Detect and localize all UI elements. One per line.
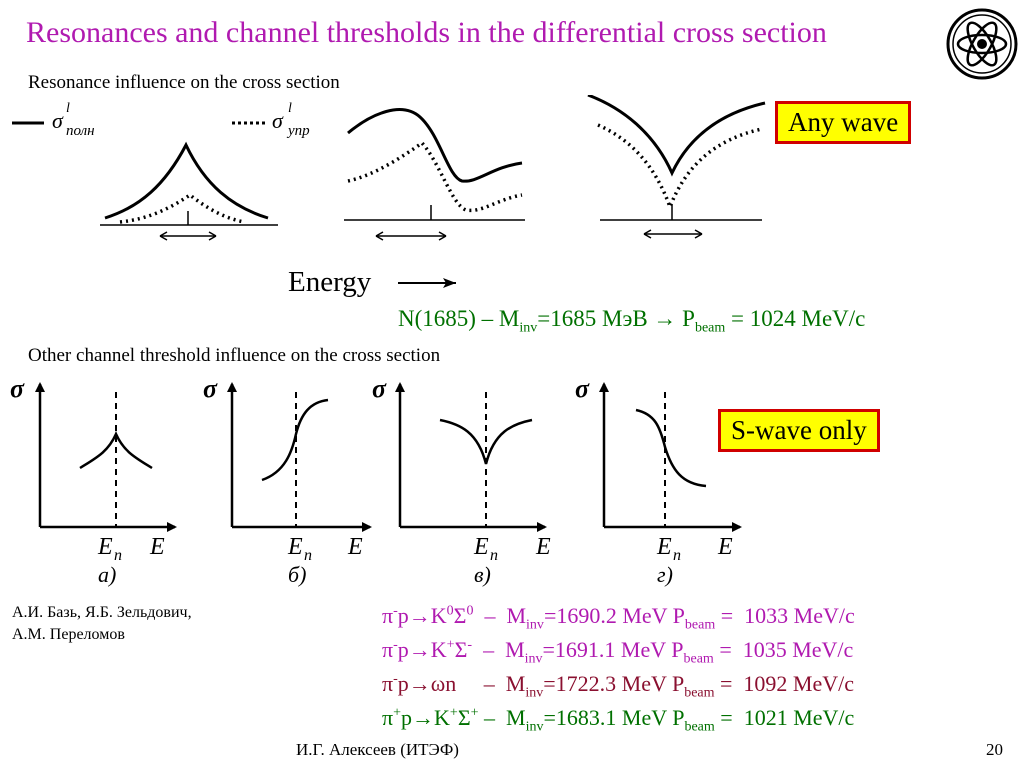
svg-text:σ: σ [575, 374, 590, 403]
threshold-curve [439, 418, 533, 465]
legend-solid-sigma: σ [52, 108, 64, 133]
resonance-panel-dip [587, 95, 766, 239]
solid-curve [587, 95, 766, 177]
s-wave-tag: S-wave only [718, 409, 880, 452]
solid-curve [347, 108, 523, 183]
legend-solid-sup: l [66, 101, 70, 116]
svg-text:n: n [304, 547, 312, 564]
itep-logo-icon [946, 8, 1018, 80]
legend-dotted-sup: l [288, 101, 292, 116]
resonance-panel-peak [100, 141, 278, 241]
svg-text:n: n [114, 547, 122, 564]
svg-text:E: E [656, 534, 672, 560]
threshold-panel-c: σ E n E в) [372, 374, 551, 587]
threshold-panel-d: σ E n E г) [575, 374, 742, 587]
panel-caption: а) [98, 562, 116, 587]
svg-text:E: E [535, 534, 551, 560]
threshold-panel-b: σ E n E б) [203, 374, 372, 587]
threshold-curve [635, 408, 707, 488]
svg-text:E: E [347, 534, 363, 560]
authors: А.И. Базь, Я.Б. Зельдович, А.М. Переломо… [12, 604, 192, 643]
footer-author: И.Г. Алексеев (ИТЭФ) [296, 740, 459, 759]
legend-dotted-sigma: σ [272, 108, 284, 133]
legend-dotted-sub: упр [286, 123, 310, 139]
svg-text:E: E [473, 534, 489, 560]
svg-text:n: n [673, 547, 681, 564]
svg-text:г): г) [657, 562, 673, 587]
threshold-panel-a: σ E n E а) [10, 374, 177, 587]
resonance-heading: Resonance influence on the cross section [28, 72, 340, 93]
energy-label: Energy [288, 266, 372, 298]
svg-text:E: E [287, 534, 303, 560]
dotted-curve [119, 192, 246, 224]
dotted-curve [597, 123, 763, 213]
resonance-figures: σ l полн σ l упр [12, 95, 766, 288]
right-arrow-icon [398, 278, 456, 288]
threshold-heading: Other channel threshold influence on the… [28, 345, 441, 366]
reaction-line: π-p→ωn – Minv=1722.3 MeV Pbeam = 1092 Me… [382, 671, 855, 701]
svg-text:σ: σ [372, 374, 387, 403]
reaction-line: π-p→K+Σ- – Minv=1691.1 MeV Pbeam = 1035 … [382, 637, 854, 667]
threshold-figures: σ E n E а) σ E n E б) σ E n E в) σ E n E [10, 374, 742, 587]
dotted-curve [347, 140, 523, 213]
any-wave-tag: Any wave [775, 101, 912, 144]
reaction-line: π+p→K+Σ+ – Minv=1683.1 MeV Pbeam = 1021 … [382, 705, 855, 735]
svg-text:n: n [490, 547, 498, 564]
page-number: 20 [986, 740, 1003, 759]
legend-solid-sub: полн [66, 123, 95, 139]
resonance-panel-dispersive [344, 108, 525, 241]
legend: σ l полн σ l упр [12, 101, 310, 139]
svg-text:E: E [717, 534, 733, 560]
reaction-line: π-p→K0Σ0 – Minv=1690.2 MeV Pbeam = 1033 … [382, 603, 855, 633]
solid-curve [104, 141, 269, 220]
threshold-curve [261, 398, 329, 482]
e-axis-label: E [149, 534, 165, 560]
svg-text:б): б) [288, 562, 306, 587]
svg-text:σ: σ [203, 374, 218, 403]
en-label: E [97, 534, 113, 560]
sigma-axis-label: σ [10, 374, 25, 403]
slide-title: Resonances and channel thresholds in the… [26, 16, 827, 49]
n1685-line: N(1685) – Minv=1685 МэВ → Pbeam = 1024 M… [398, 306, 866, 336]
threshold-curve [79, 430, 153, 470]
svg-text:в): в) [474, 562, 491, 587]
